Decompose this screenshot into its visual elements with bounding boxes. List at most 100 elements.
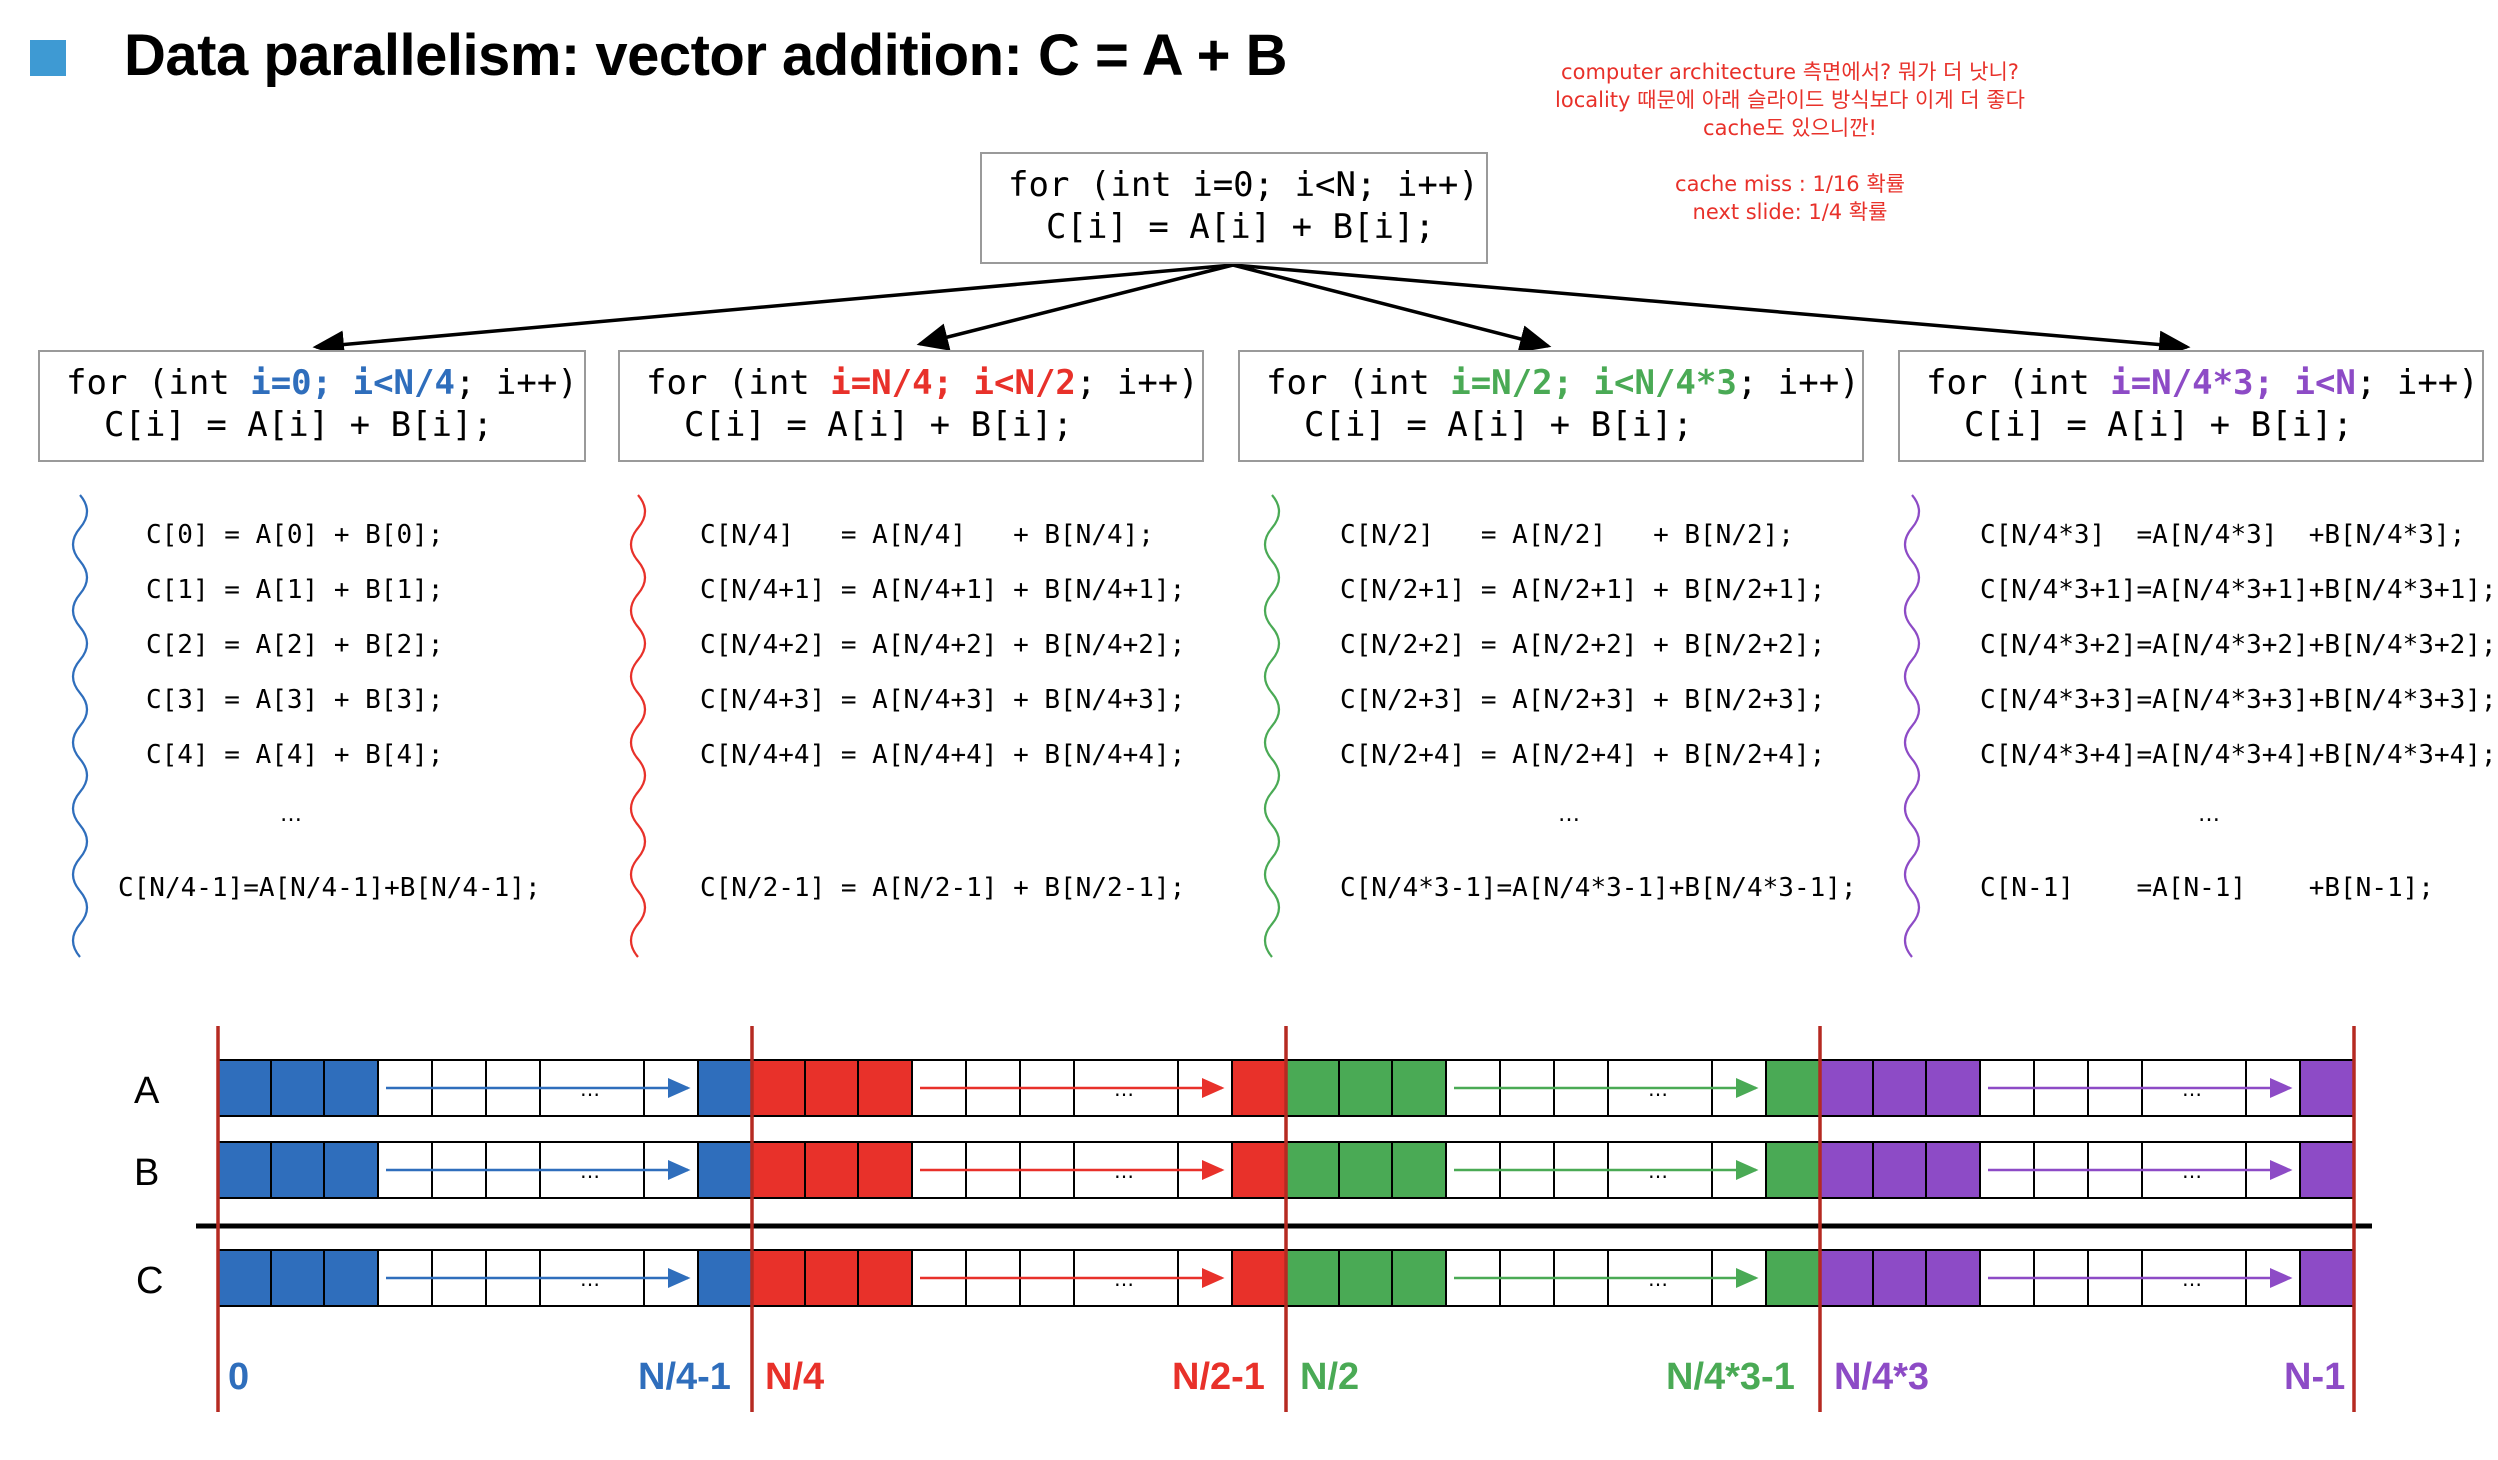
statement: C[0] = A[0] + B[0]; bbox=[146, 520, 444, 550]
loop-post: ; i++) bbox=[454, 363, 578, 403]
array-cell bbox=[323, 1141, 379, 1199]
loop-cond: i<N/2 bbox=[973, 363, 1076, 403]
array-cell bbox=[1073, 1141, 1179, 1199]
loop-start: i=N/2; bbox=[1450, 363, 1574, 403]
array-cell bbox=[911, 1249, 967, 1307]
array-cell bbox=[1607, 1141, 1713, 1199]
array-cell bbox=[2141, 1249, 2247, 1307]
array-cell bbox=[1338, 1249, 1393, 1307]
partition-loop-box-0: for (int i=0; i<N/4; i++) C[i] = A[i] + … bbox=[38, 350, 586, 462]
array-cell bbox=[2087, 1249, 2143, 1307]
cell-ellipsis: … bbox=[1648, 1267, 1668, 1291]
row-label-a: A bbox=[134, 1070, 160, 1112]
loop-post: ; i++) bbox=[2355, 363, 2479, 403]
cell-ellipsis: … bbox=[580, 1159, 600, 1183]
array-cell bbox=[217, 1059, 272, 1117]
index-label: N/4*3 bbox=[1834, 1356, 1930, 1398]
array-cell bbox=[643, 1059, 699, 1117]
array-cell bbox=[2299, 1059, 2355, 1117]
array-cell bbox=[965, 1059, 1021, 1117]
array-cell bbox=[857, 1059, 913, 1117]
fork-arrow bbox=[916, 263, 1234, 351]
array-cell bbox=[1019, 1141, 1075, 1199]
array-cell bbox=[1445, 1249, 1501, 1307]
loop-start: i=0; bbox=[250, 363, 333, 403]
array-cell bbox=[2141, 1059, 2247, 1117]
array-cell bbox=[1019, 1249, 1075, 1307]
statement: C[N/2+2] = A[N/2+2] + B[N/2+2]; bbox=[1340, 630, 1826, 660]
loop-start: i=N/4; bbox=[830, 363, 954, 403]
statement: C[N/2+3] = A[N/2+3] + B[N/2+3]; bbox=[1340, 685, 1826, 715]
array-cell bbox=[270, 1059, 325, 1117]
array-cell bbox=[643, 1249, 699, 1307]
array-cell bbox=[539, 1141, 645, 1199]
array-cell bbox=[2033, 1249, 2089, 1307]
array-cell bbox=[377, 1141, 433, 1199]
loop-pre: for (int bbox=[646, 363, 831, 403]
array-cell bbox=[1499, 1059, 1555, 1117]
statement: C[4] = A[4] + B[4]; bbox=[146, 740, 444, 770]
statement: C[N/4+3] = A[N/4+3] + B[N/4+3]; bbox=[700, 685, 1186, 715]
array-cell bbox=[1177, 1059, 1233, 1117]
array-cell bbox=[751, 1141, 806, 1199]
statement-ellipsis: … bbox=[2198, 802, 2220, 827]
array-cell bbox=[1499, 1141, 1555, 1199]
array-cell bbox=[643, 1141, 699, 1199]
array-cell bbox=[1819, 1249, 1874, 1307]
array-cell bbox=[751, 1249, 806, 1307]
array-cell bbox=[1979, 1141, 2035, 1199]
statement: C[3] = A[3] + B[3]; bbox=[146, 685, 444, 715]
array-cell bbox=[485, 1249, 541, 1307]
statement: C[N/4*3+2]=A[N/4*3+2]+B[N/4*3+2]; bbox=[1980, 630, 2497, 660]
array-cell bbox=[1711, 1249, 1767, 1307]
array-cell bbox=[270, 1249, 325, 1307]
array-cell bbox=[1445, 1059, 1501, 1117]
array-cell bbox=[1338, 1141, 1393, 1199]
array-cell bbox=[804, 1249, 859, 1307]
array-cell bbox=[1391, 1059, 1447, 1117]
cell-ellipsis: … bbox=[580, 1077, 600, 1101]
statement: C[1] = A[1] + B[1]; bbox=[146, 575, 444, 605]
loop-cond: i<N bbox=[2294, 363, 2356, 403]
array-cell bbox=[1765, 1141, 1821, 1199]
title-bullet bbox=[30, 40, 66, 76]
array-cell bbox=[2141, 1141, 2247, 1199]
cell-ellipsis: … bbox=[2182, 1077, 2202, 1101]
array-cell bbox=[1872, 1249, 1927, 1307]
row-label-c: C bbox=[136, 1260, 164, 1302]
cell-ellipsis: … bbox=[1648, 1159, 1668, 1183]
array-cell bbox=[1925, 1141, 1981, 1199]
statement: C[N/2+1] = A[N/2+1] + B[N/2+1]; bbox=[1340, 575, 1826, 605]
loop-body: C[i] = A[i] + B[i]; bbox=[684, 405, 1073, 445]
thread-squiggle bbox=[1903, 494, 1921, 958]
statement-ellipsis: … bbox=[280, 802, 302, 827]
array-cell bbox=[911, 1059, 967, 1117]
statement: C[N/2] = A[N/2] + B[N/2]; bbox=[1340, 520, 1794, 550]
array-cell bbox=[377, 1059, 433, 1117]
index-label: N/2 bbox=[1300, 1356, 1360, 1398]
statement-last: C[N-1] =A[N-1] +B[N-1]; bbox=[1980, 873, 2434, 903]
array-cell bbox=[1231, 1141, 1287, 1199]
sequential-loop-box: for (int i=0; i<N; i++) C[i] = A[i] + B[… bbox=[980, 152, 1488, 264]
thread-squiggle bbox=[71, 494, 89, 958]
array-cell bbox=[1338, 1059, 1393, 1117]
annotation-note: computer architecture 측면에서? 뭐가 더 낫니? loc… bbox=[1510, 58, 2070, 226]
array-cell bbox=[217, 1249, 272, 1307]
fork-arrow bbox=[1232, 263, 1552, 353]
array-cell bbox=[431, 1059, 487, 1117]
array-cell bbox=[1765, 1249, 1821, 1307]
array-cell bbox=[1711, 1059, 1767, 1117]
statement: C[N/4+1] = A[N/4+1] + B[N/4+1]; bbox=[700, 575, 1186, 605]
array-cell bbox=[1553, 1249, 1609, 1307]
array-cell bbox=[1231, 1059, 1287, 1117]
note-line bbox=[1510, 142, 2070, 170]
array-cell bbox=[911, 1141, 967, 1199]
array-cell bbox=[270, 1141, 325, 1199]
array-cell bbox=[965, 1249, 1021, 1307]
array-cell bbox=[2087, 1141, 2143, 1199]
statement: C[N/2+4] = A[N/2+4] + B[N/2+4]; bbox=[1340, 740, 1826, 770]
cell-ellipsis: … bbox=[1114, 1077, 1134, 1101]
cell-ellipsis: … bbox=[580, 1267, 600, 1291]
array-cell bbox=[485, 1059, 541, 1117]
slide-title: Data parallelism: vector addition: C = A… bbox=[124, 23, 1288, 88]
